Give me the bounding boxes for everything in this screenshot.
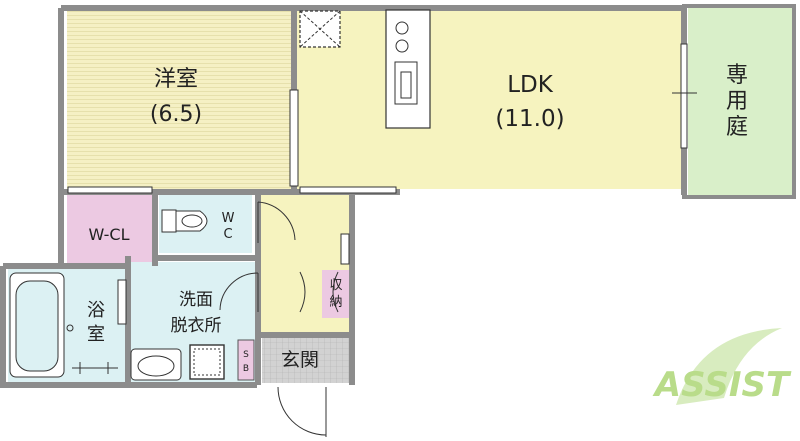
entrance-floor	[262, 337, 350, 383]
fridge-space	[299, 10, 341, 48]
ldk-floor	[294, 11, 684, 189]
doors	[219, 201, 339, 437]
shoebox	[237, 339, 255, 381]
assist-logo: ASSIST	[652, 328, 792, 405]
entrance-label: 玄関	[281, 349, 319, 371]
wc-label-1: W	[222, 211, 235, 226]
shoebox-label-2: B	[243, 364, 249, 374]
bath-label-1: 浴	[87, 300, 105, 321]
western-room-label: 洋室	[154, 67, 198, 92]
western-room-size: (6.5)	[150, 102, 202, 127]
garden-area	[688, 8, 794, 195]
toilet	[161, 209, 208, 233]
wash-basin	[130, 348, 182, 381]
wcl-label: W-CL	[88, 225, 129, 244]
washing-machine-space	[189, 344, 225, 380]
wc-label-2: C	[223, 227, 232, 242]
storage-label-2: 納	[329, 295, 342, 310]
shower	[66, 324, 118, 374]
bathtub	[9, 272, 65, 378]
shoebox-label-1: S	[243, 350, 249, 360]
windows	[67, 43, 688, 325]
washroom-label-1: 洗面	[179, 290, 213, 310]
washroom-label-2: 脱衣所	[171, 316, 222, 336]
kitchen-counter	[385, 9, 431, 129]
walk-in-closet-floor	[67, 193, 155, 264]
garden-label-2: 用	[726, 89, 748, 114]
ldk-size: (11.0)	[495, 106, 564, 132]
assist-logo-text: ASSIST	[652, 365, 792, 405]
garden-label-3: 庭	[726, 115, 748, 140]
garden-label-1: 専	[726, 63, 748, 88]
ldk-label: LDK	[507, 72, 554, 98]
western-room-floor	[67, 11, 294, 189]
bath-label-2: 室	[87, 324, 105, 345]
storage-floor	[322, 270, 350, 318]
storage-label-1: 収	[329, 278, 342, 293]
